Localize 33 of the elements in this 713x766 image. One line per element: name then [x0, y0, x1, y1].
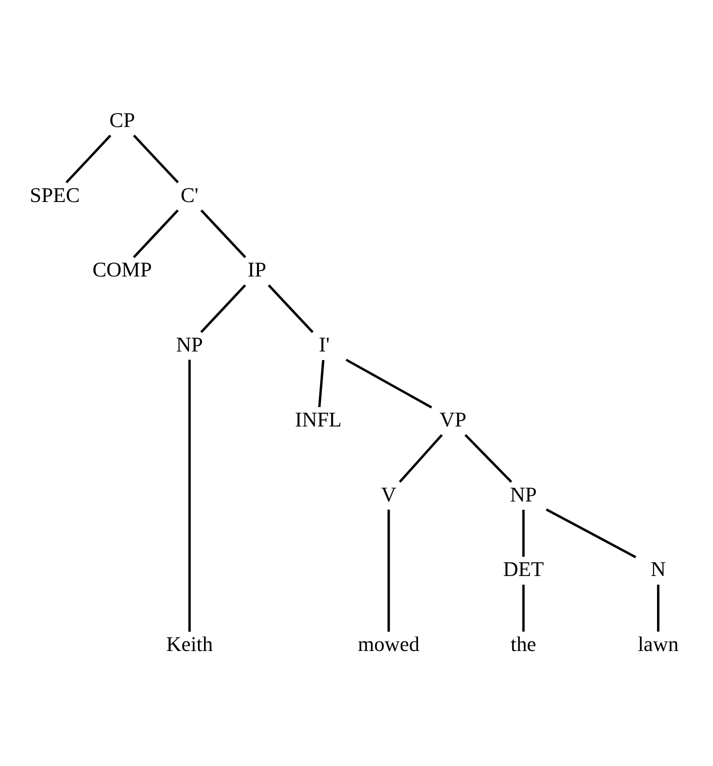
node-text: C'	[180, 182, 198, 206]
node-text: the	[510, 632, 536, 656]
connector	[318, 359, 324, 407]
node-text: I'	[318, 332, 330, 356]
connector	[66, 134, 112, 183]
connector	[546, 508, 636, 558]
connector	[522, 584, 525, 632]
node-text: DET	[503, 556, 544, 581]
connector	[464, 434, 512, 482]
node-text: IP	[248, 257, 266, 282]
node-text: VP	[440, 406, 466, 431]
connector	[388, 509, 390, 632]
node-text: SPEC	[30, 182, 80, 206]
node-text: Keith	[166, 632, 213, 656]
connector	[398, 434, 443, 482]
connector	[346, 358, 432, 408]
connector	[132, 209, 179, 258]
connector	[200, 284, 246, 332]
node-text: lawn	[638, 632, 679, 656]
node-text: INFL	[295, 406, 342, 431]
node-text: COMP	[92, 257, 152, 282]
node-text: mowed	[358, 632, 420, 656]
node-text: NP	[176, 332, 203, 356]
connector	[522, 509, 525, 556]
connector	[657, 584, 660, 632]
node-text: NP	[510, 482, 537, 506]
connector	[188, 359, 191, 632]
connector	[268, 284, 314, 332]
node-text: CP	[109, 108, 135, 132]
connector	[200, 209, 246, 258]
node-text: N	[650, 556, 666, 581]
connector	[133, 134, 179, 183]
node-text: V	[381, 482, 396, 506]
